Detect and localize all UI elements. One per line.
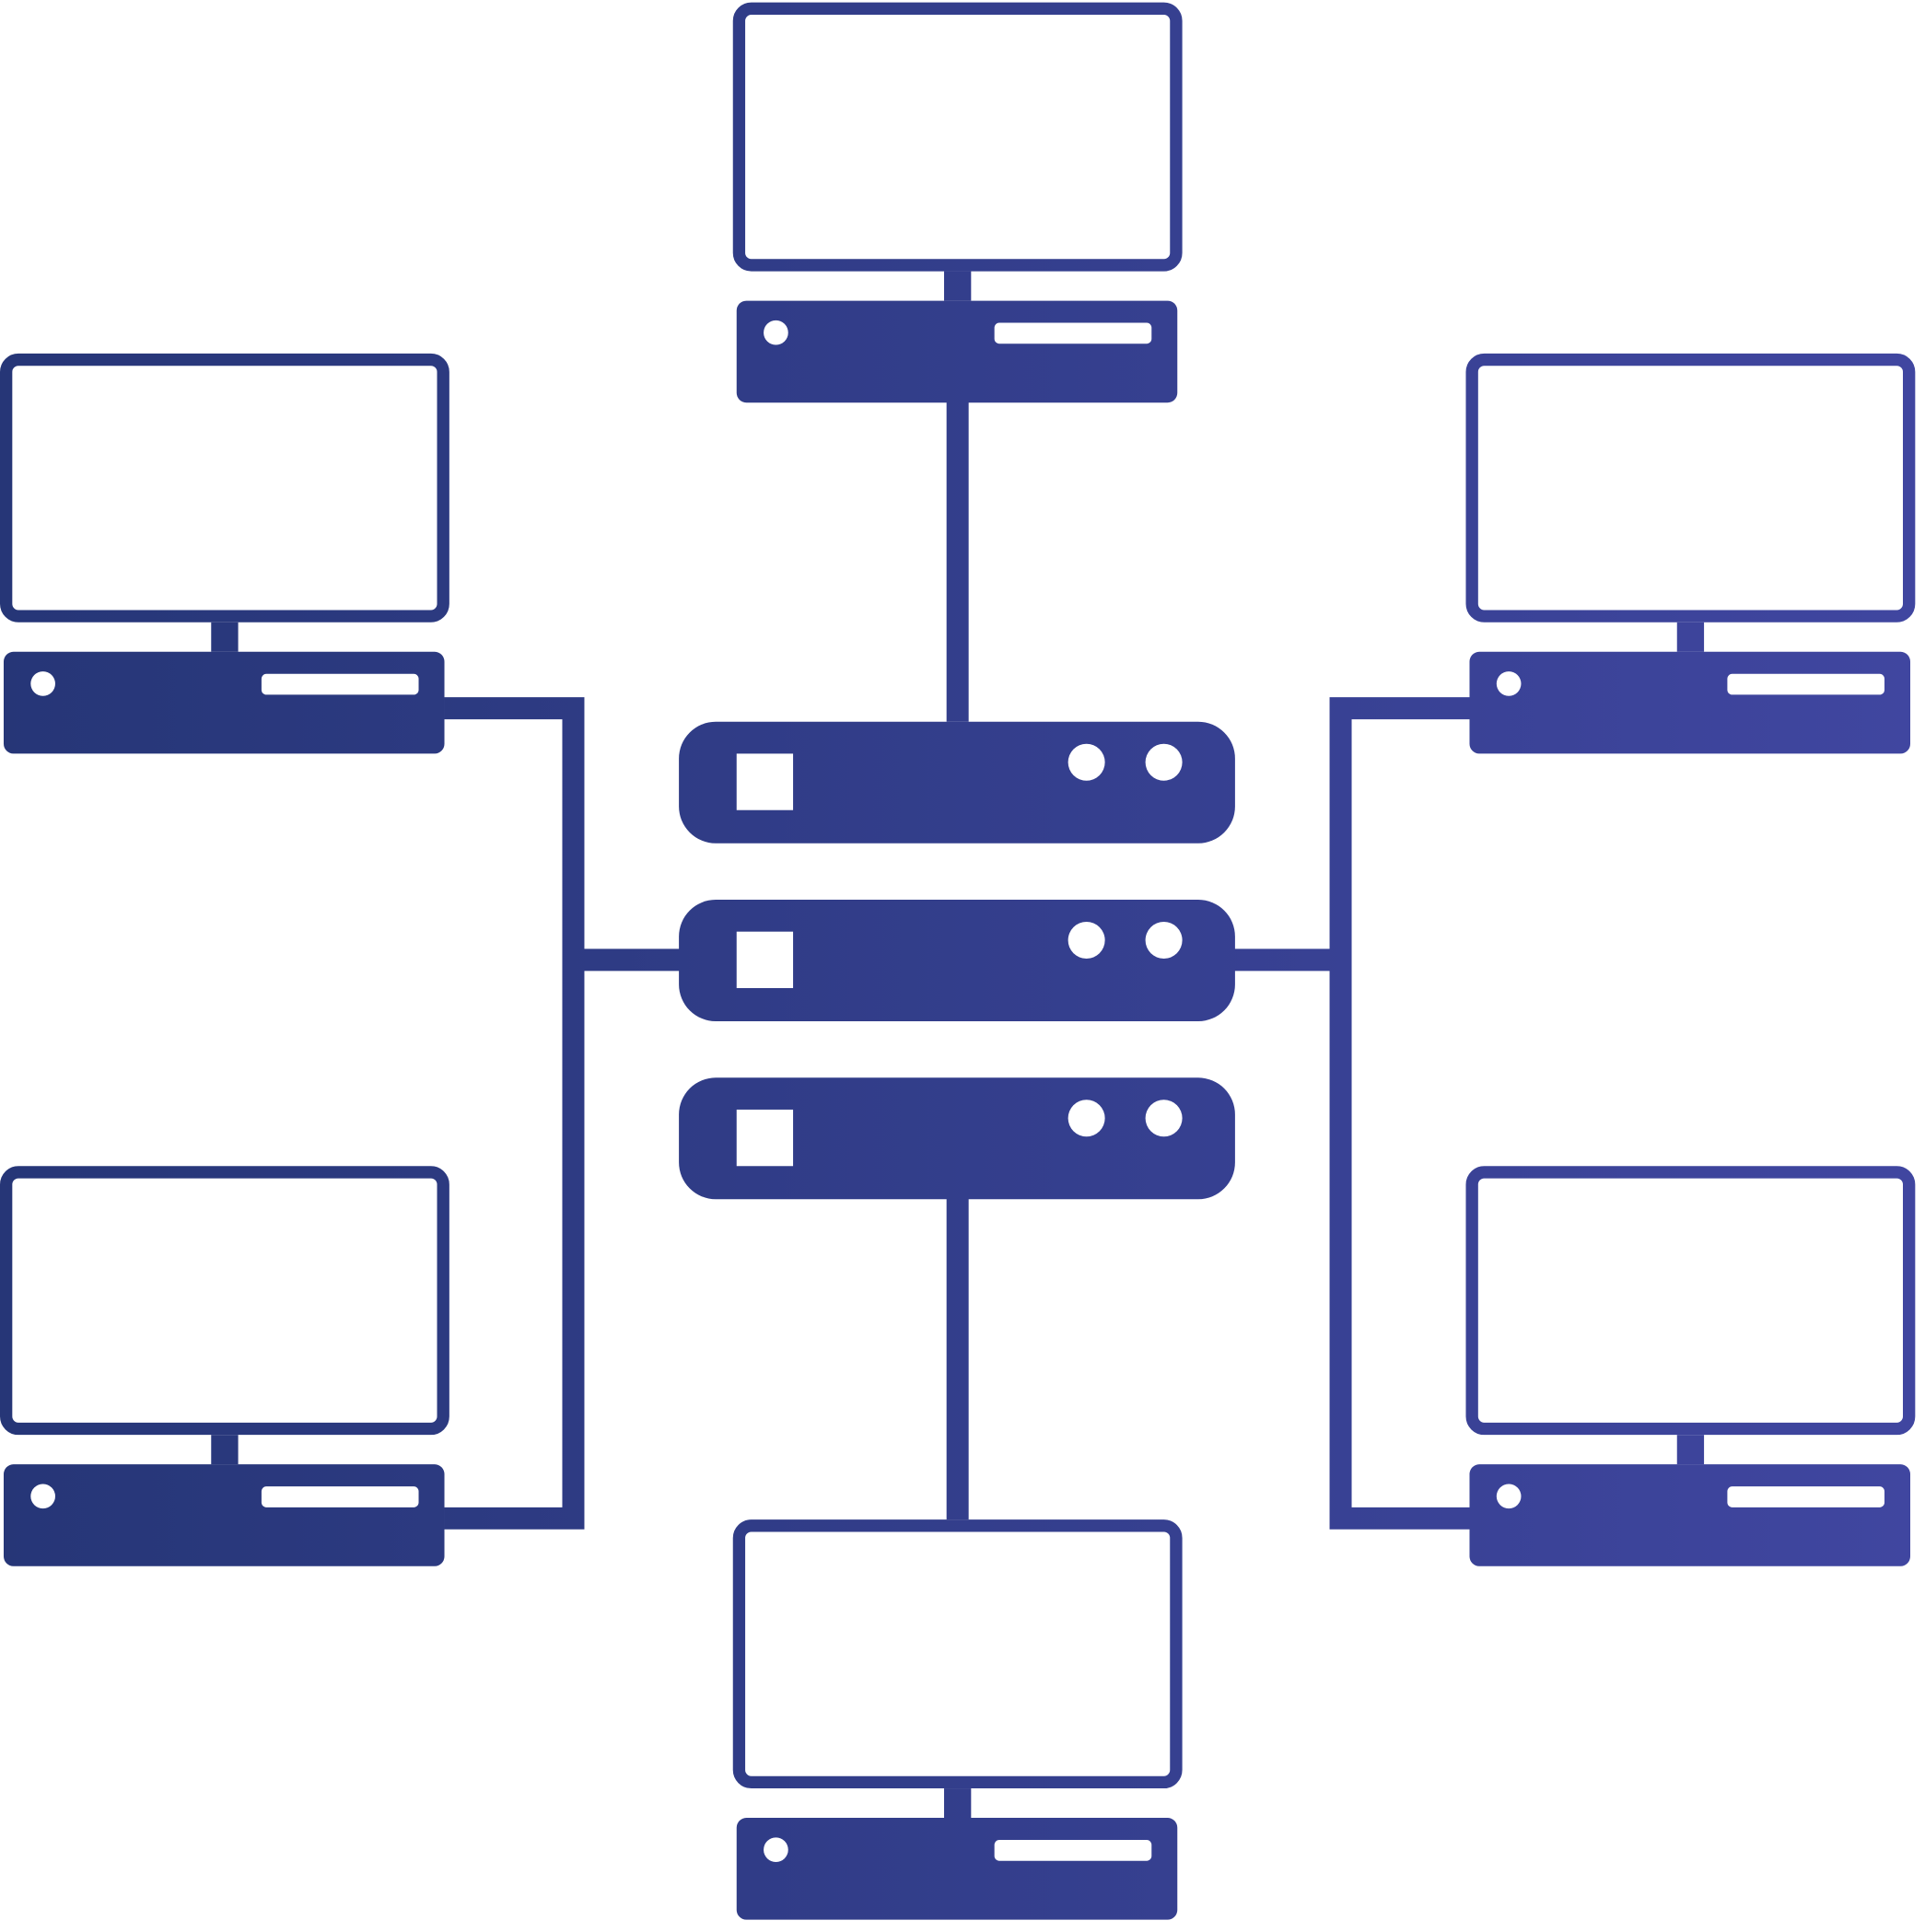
power-button-icon (1496, 671, 1522, 696)
monitor-icon (732, 2, 1183, 272)
server-led-icon (1068, 743, 1105, 781)
power-button-icon (1496, 1484, 1522, 1509)
monitor-stand (944, 1788, 972, 1819)
server-drive-bay-icon (736, 1109, 794, 1167)
disk-slot-icon (1727, 673, 1885, 695)
server-drive-bay-icon (736, 753, 794, 810)
computer-top-icon (732, 2, 1183, 403)
desktop-tower (3, 1464, 445, 1566)
desktop-tower (3, 651, 445, 754)
server-led-icon (1145, 922, 1183, 960)
monitor-icon (0, 1166, 449, 1436)
monitor-stand (211, 1435, 239, 1465)
desktop-tower (1469, 651, 1911, 754)
desktop-tower (736, 1818, 1178, 1920)
computer-right-bottom-icon (1465, 1166, 1916, 1566)
server-led-icon (1068, 922, 1105, 960)
monitor-stand (1676, 1435, 1705, 1465)
power-button-icon (30, 1484, 55, 1509)
computer-bottom-icon (732, 1519, 1183, 1920)
network-connectors (444, 400, 1471, 1530)
cable-right-bracket (1329, 697, 1471, 1530)
computer-left-bottom-icon (0, 1166, 449, 1566)
server-unit-3 (679, 1077, 1235, 1200)
monitor-icon (732, 1519, 1183, 1789)
desktop-tower (1469, 1464, 1911, 1566)
computer-left-top-icon (0, 353, 449, 754)
server-led-icon (1145, 1100, 1183, 1137)
power-button-icon (764, 320, 788, 345)
server-drive-bay-icon (736, 931, 794, 988)
desktop-tower (736, 300, 1178, 403)
monitor-icon (1465, 1166, 1916, 1436)
server-unit-2 (679, 900, 1235, 1021)
disk-slot-icon (994, 1840, 1152, 1861)
server-led-icon (1068, 1100, 1105, 1137)
disk-slot-icon (261, 1486, 419, 1507)
server-led-icon (1145, 743, 1183, 781)
power-button-icon (764, 1837, 788, 1863)
monitor-stand (211, 622, 239, 652)
disk-slot-icon (994, 322, 1152, 344)
disk-slot-icon (1727, 1486, 1885, 1507)
power-button-icon (30, 671, 55, 696)
disk-slot-icon (261, 673, 419, 695)
server-stack-icon (679, 721, 1235, 1200)
monitor-icon (0, 353, 449, 623)
monitor-stand (1676, 622, 1705, 652)
computer-right-top-icon (1465, 353, 1916, 754)
monitor-icon (1465, 353, 1916, 623)
monitor-stand (944, 271, 972, 301)
server-unit-1 (679, 721, 1235, 844)
cable-left-bracket (444, 697, 585, 1530)
